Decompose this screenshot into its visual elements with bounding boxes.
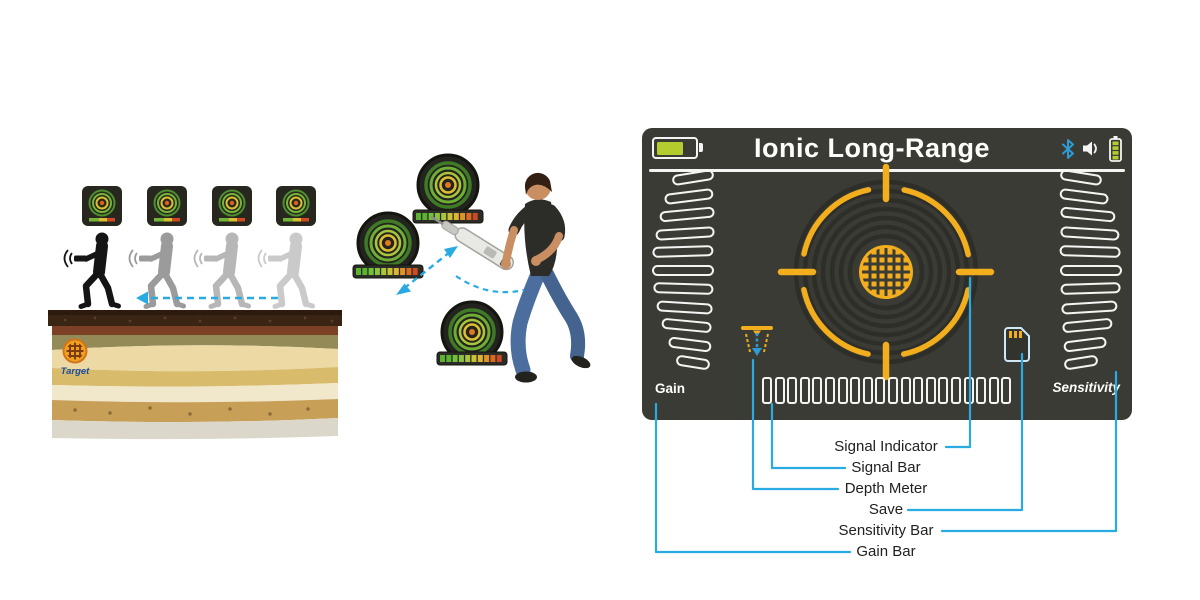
walking-operator-sequence — [65, 233, 313, 307]
depth-meter-icon — [741, 326, 773, 356]
signal-segment — [824, 377, 835, 404]
scan-meter — [352, 264, 424, 279]
level-segment — [1060, 282, 1121, 295]
level-segment — [1059, 168, 1103, 187]
walker-ghost — [130, 233, 184, 307]
device-header: Ionic Long-Range — [642, 128, 1132, 168]
signal-segment — [837, 377, 848, 404]
signal-segment — [875, 377, 886, 404]
scan-meter — [436, 351, 508, 366]
walk-direction-arrow — [136, 291, 278, 305]
callout-label-save: Save — [868, 501, 904, 518]
operator-scene — [352, 153, 591, 383]
callout-label-gain-bar: Gain Bar — [856, 543, 916, 560]
callout-label-signal-bar: Signal Bar — [851, 459, 921, 476]
signal-segment — [850, 377, 861, 404]
scan-tile — [275, 185, 317, 227]
sensitivity-bar — [1048, 168, 1124, 371]
level-segment — [654, 225, 715, 241]
signal-segment — [925, 377, 936, 404]
battery-icon — [652, 137, 703, 159]
level-segment — [1059, 245, 1122, 258]
signal-segment — [950, 377, 961, 404]
callout-label-sensitivity-bar: Sensitivity Bar — [838, 522, 934, 539]
header-icons — [1061, 135, 1123, 162]
signal-segment — [812, 377, 823, 404]
device-title: Ionic Long-Range — [754, 133, 990, 163]
ground-survey-scene: Target — [48, 185, 342, 440]
scan-meter — [412, 209, 484, 224]
target-label: Target — [61, 366, 91, 377]
detector-screen-panel: Ionic Long-Range — [642, 128, 1132, 420]
level-segment — [671, 168, 715, 187]
level-segment — [1059, 206, 1116, 223]
person-operator — [508, 172, 591, 383]
signal-segment — [900, 377, 911, 404]
speaker-icon — [1083, 141, 1097, 156]
level-segment — [652, 264, 714, 276]
signal-segment — [787, 377, 798, 404]
person-hands — [501, 226, 563, 269]
level-segment — [664, 187, 715, 205]
battery-nub — [698, 143, 703, 152]
level-segment — [652, 245, 715, 258]
scan-gauge — [356, 211, 420, 275]
level-segment — [675, 354, 711, 371]
level-segment — [1061, 317, 1113, 334]
level-segment — [658, 206, 715, 223]
level-segment — [1059, 187, 1110, 205]
buried-target-icon: Target — [61, 338, 91, 377]
signal-segment — [913, 377, 924, 404]
signal-segment — [1001, 377, 1012, 404]
signal-segment — [938, 377, 949, 404]
level-segment — [661, 317, 713, 334]
callout-label-signal-indicator: Signal Indicator — [834, 438, 938, 455]
scan-tile — [211, 185, 253, 227]
save-icon — [1004, 327, 1030, 362]
signal-segment — [774, 377, 785, 404]
signal-segment — [762, 377, 772, 404]
level-segment — [1060, 264, 1122, 276]
scan-tile — [146, 185, 188, 227]
level-segment — [656, 299, 713, 315]
ground-cross-section — [48, 310, 342, 440]
signal-segment — [862, 377, 873, 404]
battery-vertical-icon — [1109, 136, 1122, 162]
scan-gauge — [416, 153, 480, 217]
scan-tile — [81, 185, 123, 227]
level-segment — [1063, 354, 1099, 371]
signal-indicator-radar — [777, 163, 995, 381]
walker — [65, 233, 119, 307]
walker-ghost — [259, 233, 313, 307]
level-segment — [1062, 335, 1107, 353]
signal-segment — [887, 377, 898, 404]
level-segment — [1061, 299, 1118, 315]
callout-label-depth-meter: Depth Meter — [844, 480, 928, 497]
level-segment — [653, 282, 714, 295]
battery-fill — [656, 141, 683, 155]
sweep-arrows — [396, 246, 525, 295]
signal-segment — [963, 377, 974, 404]
level-segment — [667, 335, 712, 353]
signal-segment — [799, 377, 810, 404]
signal-segment — [976, 377, 987, 404]
bluetooth-icon — [1062, 138, 1074, 159]
signal-bar — [762, 377, 1012, 404]
sensitivity-label: Sensitivity — [1052, 380, 1120, 395]
gain-bar — [650, 168, 726, 371]
walker-ghost — [195, 233, 249, 307]
crosshair-ticks — [777, 163, 995, 381]
level-segment — [1059, 225, 1120, 241]
gain-label: Gain — [655, 381, 686, 396]
signal-segment — [988, 377, 999, 404]
